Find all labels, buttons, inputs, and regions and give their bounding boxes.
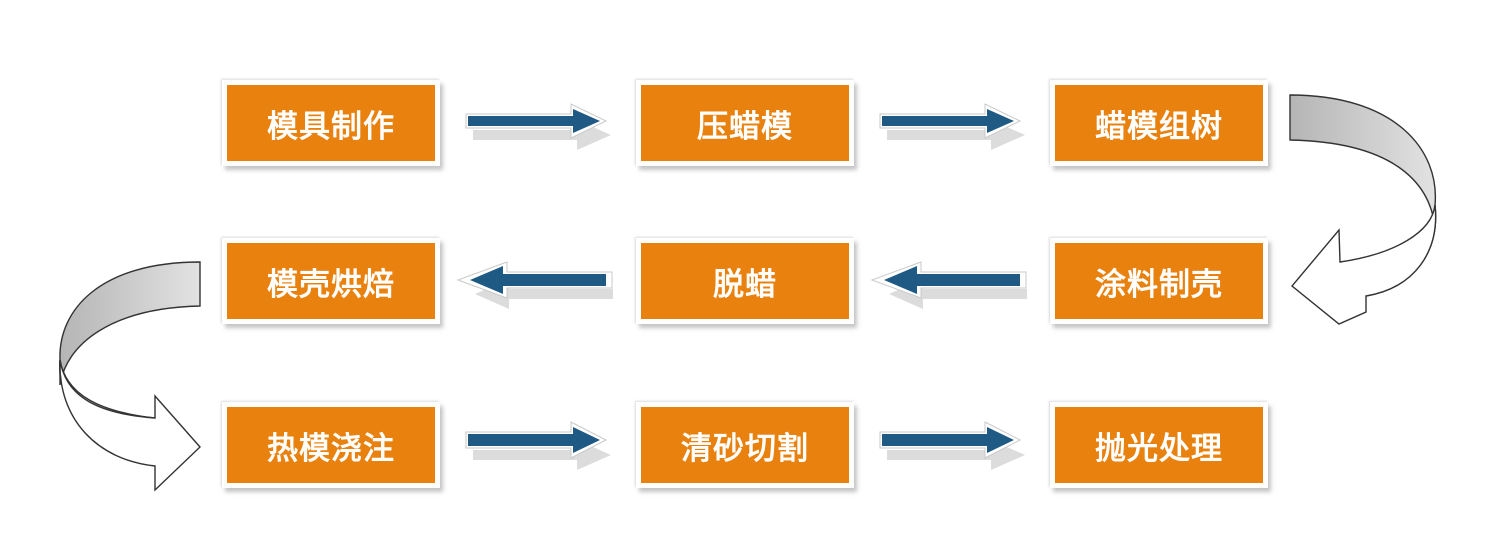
step-box-5: 脱蜡 xyxy=(636,238,854,324)
step-label-4: 涂料制壳 xyxy=(1095,266,1223,303)
step-label-3: 蜡模组树 xyxy=(1095,108,1223,145)
step-label-8: 清砂切割 xyxy=(681,430,809,467)
step-box-6: 模壳烘焙 xyxy=(222,238,440,324)
step-box-7: 热模浇注 xyxy=(222,402,440,488)
arrow-right-1 xyxy=(465,103,611,150)
step-label-1: 模具制作 xyxy=(267,108,395,145)
step-box-9: 抛光处理 xyxy=(1050,402,1268,488)
step-box-1: 模具制作 xyxy=(222,80,440,166)
step-label-7: 热模浇注 xyxy=(267,430,395,467)
arrow-right-4 xyxy=(879,421,1025,470)
step-box-3: 蜡模组树 xyxy=(1050,80,1268,166)
step-label-6: 模壳烘焙 xyxy=(267,266,395,303)
arrow-left-2 xyxy=(456,261,613,309)
step-label-5: 脱蜡 xyxy=(713,266,777,303)
step-label-2: 压蜡模 xyxy=(697,108,793,145)
step-box-8: 清砂切割 xyxy=(636,402,854,488)
step-label-9: 抛光处理 xyxy=(1095,430,1223,467)
arrow-right-2 xyxy=(879,103,1025,150)
arrow-right-3 xyxy=(465,421,611,470)
curved-arrow-right-turn xyxy=(1289,94,1437,325)
curved-arrow-left-turn xyxy=(59,261,201,492)
step-box-4: 涂料制壳 xyxy=(1050,238,1268,324)
arrow-left-1 xyxy=(870,261,1027,309)
step-box-2: 压蜡模 xyxy=(636,80,854,166)
